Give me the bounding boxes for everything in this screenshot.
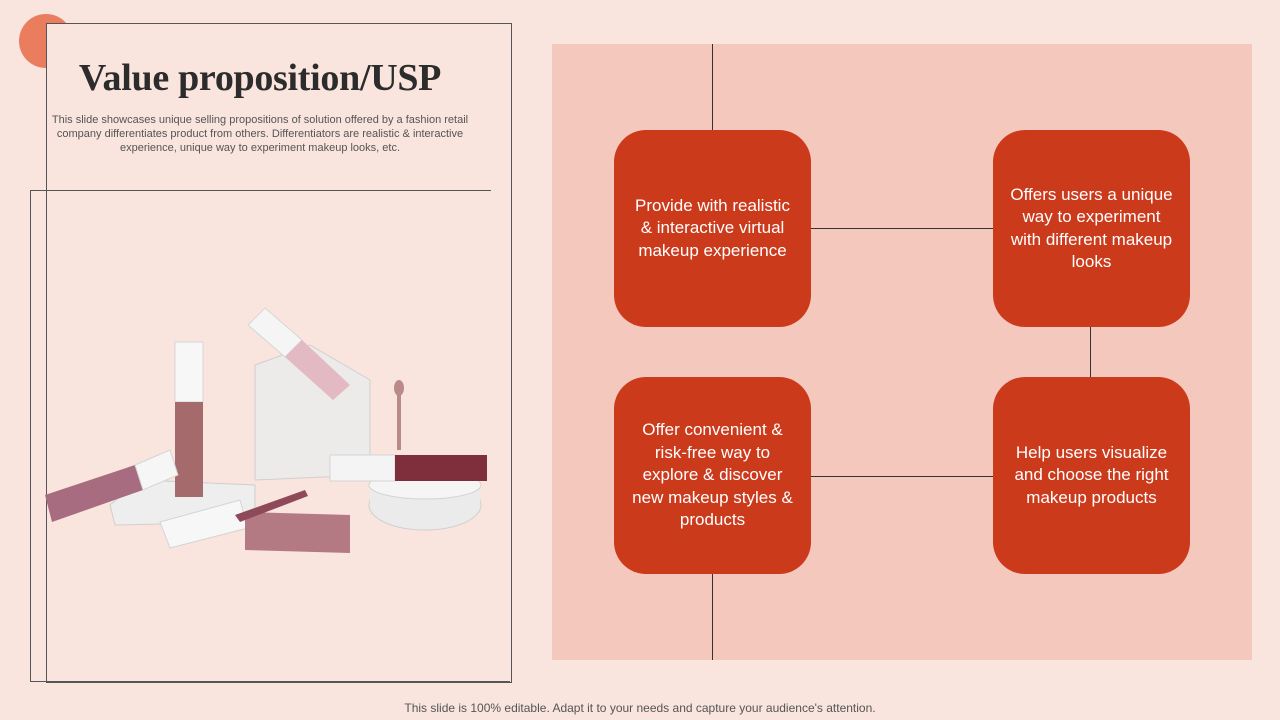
connector-top	[712, 44, 713, 130]
page-title: Value proposition/USP	[78, 57, 442, 99]
image-frame-left	[30, 190, 31, 681]
connector-lower-horizontal	[810, 476, 993, 477]
image-frame-top	[30, 190, 491, 191]
footer-note: This slide is 100% editable. Adapt it to…	[404, 701, 876, 715]
frame-cover	[47, 24, 510, 184]
connector-upper-horizontal	[810, 228, 993, 229]
lipstick-products-photo	[45, 307, 487, 553]
usp-card-1: Provide with realistic & interactive vir…	[614, 130, 811, 327]
slide-description: This slide showcases unique selling prop…	[51, 114, 469, 154]
connector-bottom	[712, 573, 713, 660]
usp-card-4: Help users visualize and choose the righ…	[993, 377, 1190, 574]
usp-card-2: Offers users a unique way to experiment …	[993, 130, 1190, 327]
image-frame-bottom	[30, 681, 510, 682]
usp-card-3: Offer convenient & risk-free way to expl…	[614, 377, 811, 574]
connector-right-vertical	[1090, 326, 1091, 377]
title-frame	[46, 23, 512, 683]
